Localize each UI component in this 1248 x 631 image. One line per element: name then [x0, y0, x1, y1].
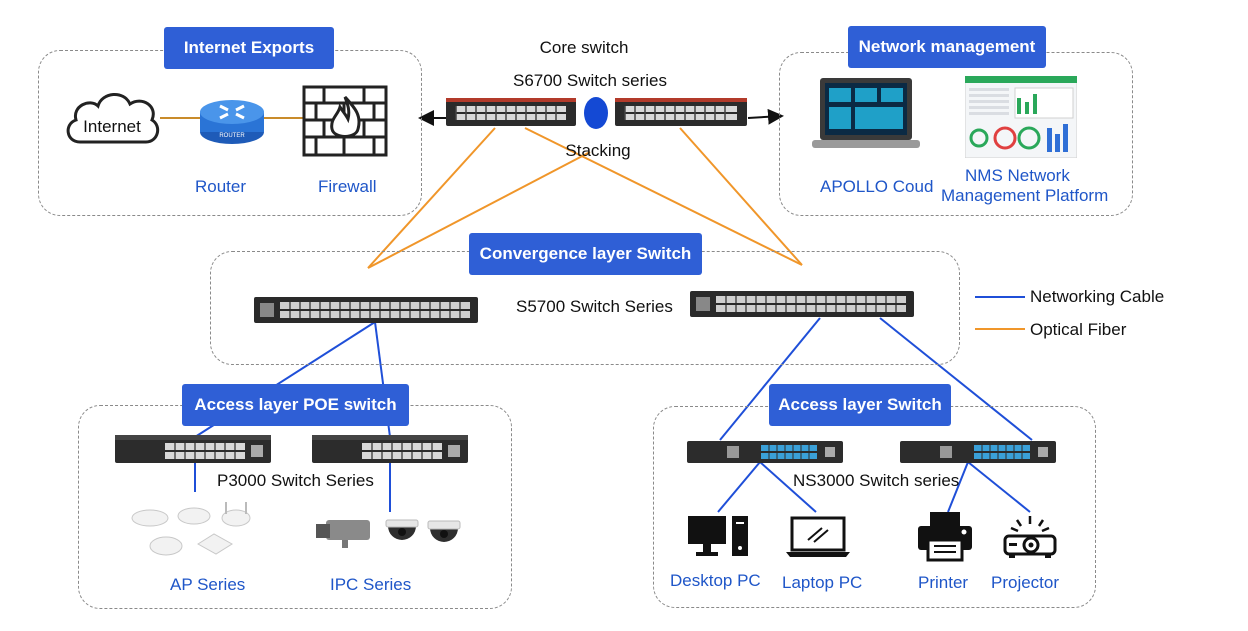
- poe-series-label: P3000 Switch Series: [217, 471, 374, 490]
- laptop-pc-label: Laptop PC: [782, 573, 863, 592]
- cable-link: [759, 461, 817, 513]
- access-poe-title: Access layer POE switch: [182, 384, 409, 426]
- ipc-series-label: IPC Series: [330, 575, 412, 594]
- core-to-nms-arrow: [747, 108, 784, 125]
- core-switch-left: [446, 98, 576, 126]
- stacking-label: Stacking: [565, 141, 631, 160]
- access-switch-right: [900, 441, 1056, 463]
- firewall-icon: [302, 85, 388, 157]
- convergence-series-label: S5700 Switch Series: [516, 297, 673, 316]
- router-icon: ROUTER: [200, 100, 264, 144]
- apollo-label: APOLLO Coud: [820, 177, 934, 196]
- internet-exports-title: Internet Exports: [164, 27, 334, 69]
- firewall-label: Firewall: [318, 177, 377, 196]
- cable-link: [719, 317, 821, 441]
- ap-series-label: AP Series: [170, 575, 246, 594]
- cable-link: [717, 461, 761, 513]
- desktop-pc-icon: [688, 516, 748, 556]
- nms-dashboard-icon: [965, 76, 1077, 158]
- internet-label: Internet: [83, 117, 141, 136]
- convergence-title: Convergence layer Switch: [469, 233, 702, 275]
- access-switch-left: [687, 441, 843, 463]
- legend-optical-fiber: Optical Fiber: [1030, 320, 1127, 339]
- printer-icon: [918, 512, 972, 562]
- laptop-pc-icon: [786, 516, 850, 557]
- core-switch-right: [615, 98, 747, 126]
- access-point-icon: [131, 502, 251, 556]
- ip-camera-icon: [316, 519, 461, 548]
- fiber-link: [679, 127, 803, 266]
- stacking-icon: [584, 97, 608, 129]
- cable-link: [879, 317, 1033, 441]
- printer-label: Printer: [918, 573, 969, 592]
- core-title: Core switch: [539, 38, 629, 57]
- laptop-dashboard-icon: [812, 78, 920, 148]
- nms-label-line1: NMS Network: [965, 166, 1070, 185]
- legend-networking-cable: Networking Cable: [1030, 287, 1165, 306]
- network-management-title: Network management: [848, 26, 1046, 68]
- poe-switch-right: [312, 435, 468, 463]
- router-icon-text: ROUTER: [219, 133, 245, 139]
- fiber-link: [367, 151, 591, 269]
- convergence-switch-left: [254, 297, 478, 323]
- fiber-link: [524, 127, 803, 266]
- projector-label: Projector: [991, 573, 1060, 592]
- desktop-pc-label: Desktop PC: [670, 571, 761, 590]
- cable-link: [947, 461, 969, 513]
- fiber-link: [367, 127, 496, 269]
- poe-switch-left: [115, 435, 271, 463]
- core-series-label: S6700 Switch series: [512, 71, 668, 90]
- internet-cloud-icon: [66, 93, 160, 144]
- projector-icon: [1003, 516, 1057, 558]
- access-series-label: NS3000 Switch series: [793, 471, 960, 490]
- cable-link: [967, 461, 1031, 513]
- router-label: Router: [195, 177, 247, 196]
- convergence-switch-right: [690, 291, 914, 317]
- access-title: Access layer Switch: [769, 384, 951, 426]
- nms-label-line2: Management Platform: [941, 186, 1109, 205]
